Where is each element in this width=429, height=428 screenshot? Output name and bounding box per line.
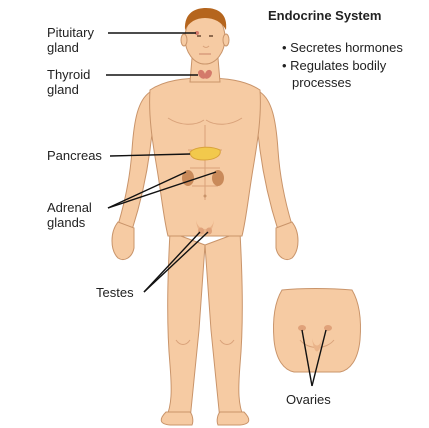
ovaries-label: Ovaries [286,392,331,407]
ovary-right-marker [324,325,332,331]
bullet-regulates-bodily: • Regulates bodily [282,58,387,73]
male-body-figure [112,8,298,425]
bullet-secretes-hormones: • Secretes hormones [282,40,403,55]
thyroid-label-line2: gland [47,82,79,97]
adrenal-label-line1: Adrenal [47,200,92,215]
female-pelvis-inset [273,289,360,373]
pancreas-marker [190,147,220,160]
pituitary-label-line2: gland [47,40,79,55]
diagram-title: Endocrine System [268,8,381,23]
pancreas-label: Pancreas [47,148,102,163]
testes-label: Testes [96,285,134,300]
bullet-processes: processes [292,75,352,90]
thyroid-label-line1: Thyroid [47,67,90,82]
adrenal-label-line2: glands [47,215,86,230]
pituitary-label-line1: Pituitary [47,25,94,40]
